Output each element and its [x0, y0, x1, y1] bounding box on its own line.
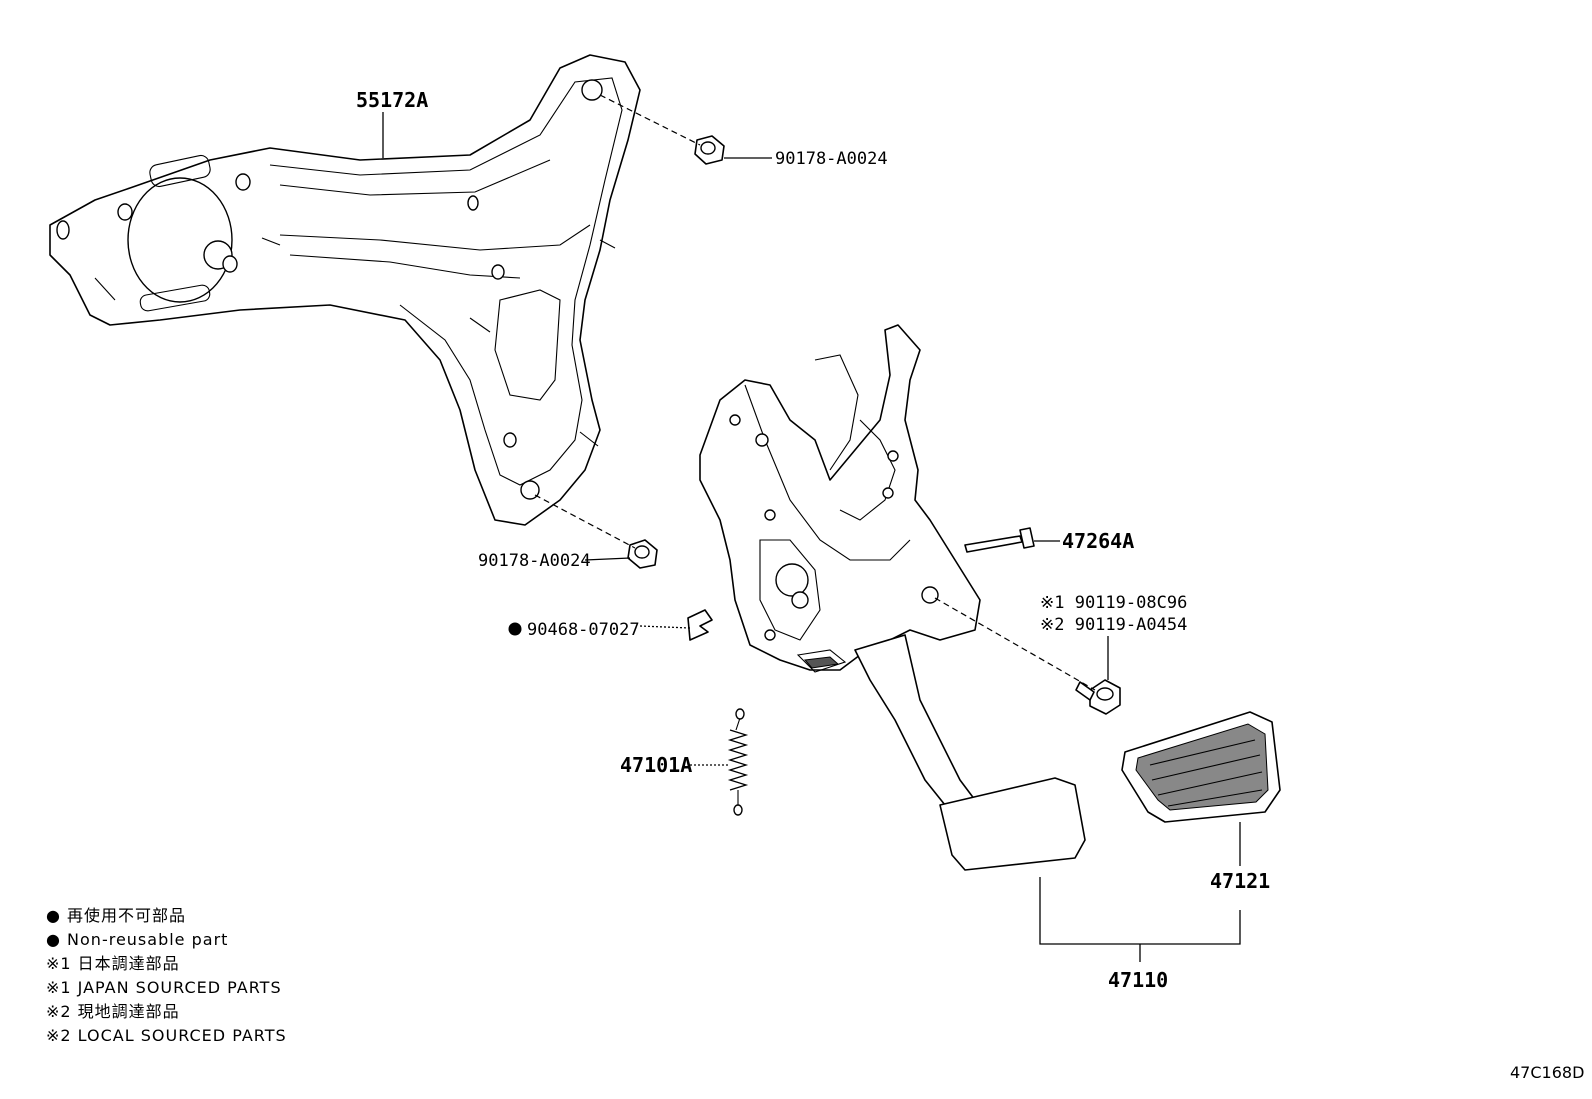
callout-nut-upper: 90178-A0024: [775, 149, 888, 169]
pedal-bracket-drawing: [699, 324, 1086, 871]
dash-bolt: [934, 597, 1096, 691]
callout-bolt-note2: ※2 90119-A0454: [1040, 615, 1187, 635]
callout-bracket-upper: 55172A: [356, 88, 428, 112]
legend-line: ※2 現地調達部品: [46, 1002, 180, 1021]
nut-lower-drawing: [627, 539, 658, 569]
callout-clip: 90468-07027: [527, 620, 640, 640]
callout-bolt-note1: ※1 90119-08C96: [1040, 593, 1187, 613]
leader-clip: [639, 625, 691, 629]
callout-pad: 47121: [1210, 869, 1270, 893]
dash-nut-upper: [599, 94, 701, 146]
bracket-55172A-drawing: [49, 54, 641, 526]
leader-47110: [1039, 877, 1241, 962]
dash-nut-lower: [534, 494, 636, 549]
callout-nut-lower: 90178-A0024: [478, 551, 591, 571]
clip-drawing: [687, 609, 713, 641]
legend-line: ● 再使用不可部品: [46, 906, 186, 925]
legend-line: ● Non-reusable part: [46, 930, 228, 949]
leader-nut-lower: [584, 557, 631, 561]
legend-line: ※1 JAPAN SOURCED PARTS: [46, 978, 282, 997]
legend-line: ※2 LOCAL SOURCED PARTS: [46, 1026, 287, 1045]
callout-spring: 47101A: [620, 753, 692, 777]
legend-line: ※1 日本調達部品: [46, 954, 180, 973]
nut-upper-drawing: [694, 135, 725, 165]
reference-code: 47C168D: [1510, 1063, 1584, 1082]
pedal-pad-47121-drawing: [1121, 711, 1281, 823]
pin-47264A-drawing: [964, 527, 1035, 553]
bolt-drawing: [1075, 679, 1121, 715]
spring-47101A-drawing: [727, 708, 749, 816]
callout-pedal-assy: 47110: [1108, 968, 1168, 992]
legend: ● 再使用不可部品 ● Non-reusable part ※1 日本調達部品 …: [46, 906, 287, 1045]
callout-pin: 47264A: [1062, 529, 1134, 553]
non-reusable-marker: [508, 622, 522, 636]
